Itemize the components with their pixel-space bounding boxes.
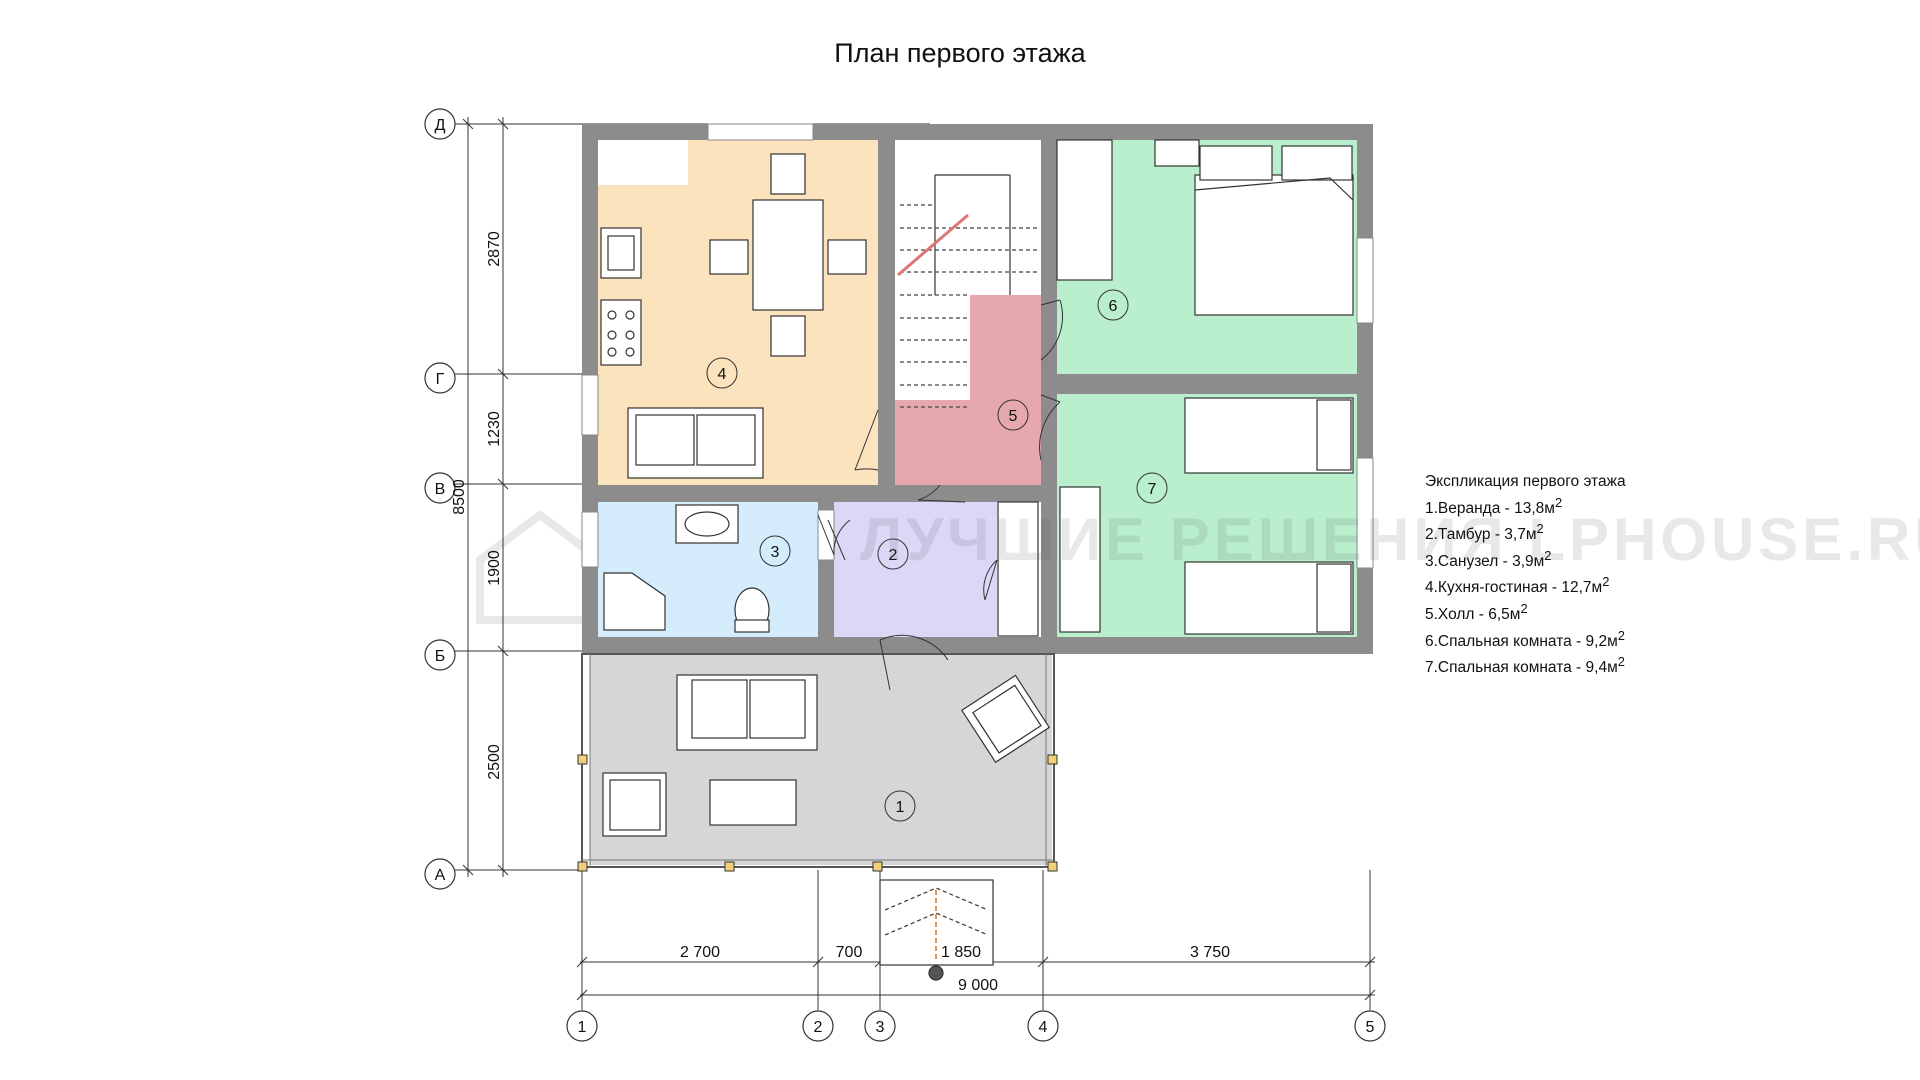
legend-item-2: 2.Тамбур - 3,7м2 [1425, 521, 1544, 544]
dim-9000: 9 000 [958, 977, 998, 994]
axis-row-G: Г [424, 362, 456, 394]
svg-text:3: 3 [771, 544, 780, 561]
svg-text:ЛУЧШИЕ РЕШЕНИЯ LPHOUSE.RU: ЛУЧШИЕ РЕШЕНИЯ LPHOUSE.RU [860, 506, 1920, 573]
bottom-dimension-texts: 2 700 700 1 850 3 750 9 000 [680, 944, 1230, 994]
room-1-veranda-fill [590, 655, 1052, 865]
veranda-outline [577, 653, 1058, 872]
axis-col-3: 3 [864, 1010, 896, 1042]
legend-item-4: 4.Кухня-гостиная - 12,7м2 [1425, 574, 1610, 597]
axis-col-5: 5 [1354, 1010, 1386, 1042]
dim-3750: 3 750 [1190, 944, 1230, 961]
row-axis-bubbles: Д Г В Б А [424, 108, 456, 890]
axis-col-1: 1 [566, 1010, 598, 1042]
svg-text:1: 1 [896, 799, 905, 816]
svg-text:5: 5 [1009, 408, 1018, 425]
axis-col-2: 2 [802, 1010, 834, 1042]
room-bubble-6: 6 [1097, 289, 1129, 321]
watermark-text: ЛУЧШИЕ РЕШЕНИЯ LPHOUSE.RU [860, 506, 1920, 573]
svg-text:Б: Б [435, 648, 446, 665]
veranda-table [709, 779, 797, 826]
legend-item-3: 3.Санузел - 3,9м2 [1425, 547, 1552, 570]
dim-8500: 8500 [451, 479, 468, 515]
step-marker [928, 965, 944, 981]
grid-leaders [455, 123, 1371, 1010]
svg-text:1: 1 [578, 1019, 587, 1036]
col-axis-bubbles: 1 2 3 4 5 [566, 1010, 1386, 1042]
svg-text:Д: Д [435, 117, 446, 134]
room-bubble-5: 5 [997, 399, 1029, 431]
room-bubbles: 4 5 6 7 3 2 1 [706, 289, 1168, 822]
windows [581, 123, 1374, 569]
svg-text:3: 3 [876, 1019, 885, 1036]
legend-title: Экспликация первого этажа [1425, 473, 1626, 490]
svg-text:4: 4 [718, 366, 727, 383]
room-2-vestibule-fill [834, 502, 997, 637]
dim-1230: 1230 [486, 411, 503, 447]
legend: Экспликация первого этажа 1.Веранда - 13… [1425, 472, 1626, 679]
legend-item-5: 5.Холл - 6,5м2 [1425, 601, 1528, 624]
axis-row-B: Б [424, 639, 456, 671]
bottom-dimension-lines [576, 870, 1376, 1003]
room-bubble-2: 2 [877, 538, 909, 570]
legend-item-1: 1.Веранда - 13,8м2 [1425, 494, 1563, 517]
axis-row-V: В [424, 472, 456, 504]
dining-table [752, 199, 824, 311]
room-bubble-4: 4 [706, 357, 738, 389]
svg-text:4: 4 [1039, 1019, 1048, 1036]
dim-700: 700 [836, 944, 863, 961]
room-bubble-1: 1 [884, 790, 916, 822]
stove [600, 299, 642, 366]
legend-item-6: 6.Спальная комната - 9,2м2 [1425, 627, 1625, 650]
wardrobe-2 [1059, 486, 1101, 633]
room-bubble-3: 3 [759, 535, 791, 567]
axis-col-4: 4 [1027, 1010, 1059, 1042]
svg-text:2: 2 [889, 547, 898, 564]
dim-1900: 1900 [486, 550, 503, 586]
entrance-steps [879, 879, 994, 981]
dim-2870: 2870 [486, 231, 503, 267]
svg-text:В: В [435, 481, 446, 498]
svg-text:7: 7 [1148, 481, 1157, 498]
shower-tray [603, 572, 666, 631]
dim-2700: 2 700 [680, 944, 720, 961]
dim-1850: 1 850 [941, 944, 981, 961]
svg-text:2: 2 [814, 1019, 823, 1036]
double-bed [1194, 174, 1354, 316]
axis-row-D: Д [424, 108, 456, 140]
plan-title: План первого этажа [834, 38, 1086, 68]
wardrobe [1056, 139, 1113, 281]
svg-text:Г: Г [436, 371, 445, 388]
dim-2500: 2500 [486, 744, 503, 780]
room-bubble-7: 7 [1136, 472, 1168, 504]
legend-item-7: 7.Спальная комната - 9,4м2 [1425, 654, 1625, 677]
doors [817, 299, 1063, 691]
stair-area [895, 140, 1045, 295]
svg-text:6: 6 [1109, 298, 1118, 315]
svg-text:5: 5 [1366, 1019, 1375, 1036]
axis-row-A: А [424, 858, 456, 890]
vestibule-wardrobe [997, 501, 1039, 637]
svg-text:А: А [435, 867, 446, 884]
left-dimension-texts: 2870 1230 1900 2500 8500 [451, 231, 503, 780]
furniture [600, 139, 1354, 837]
stairs [897, 174, 1040, 408]
